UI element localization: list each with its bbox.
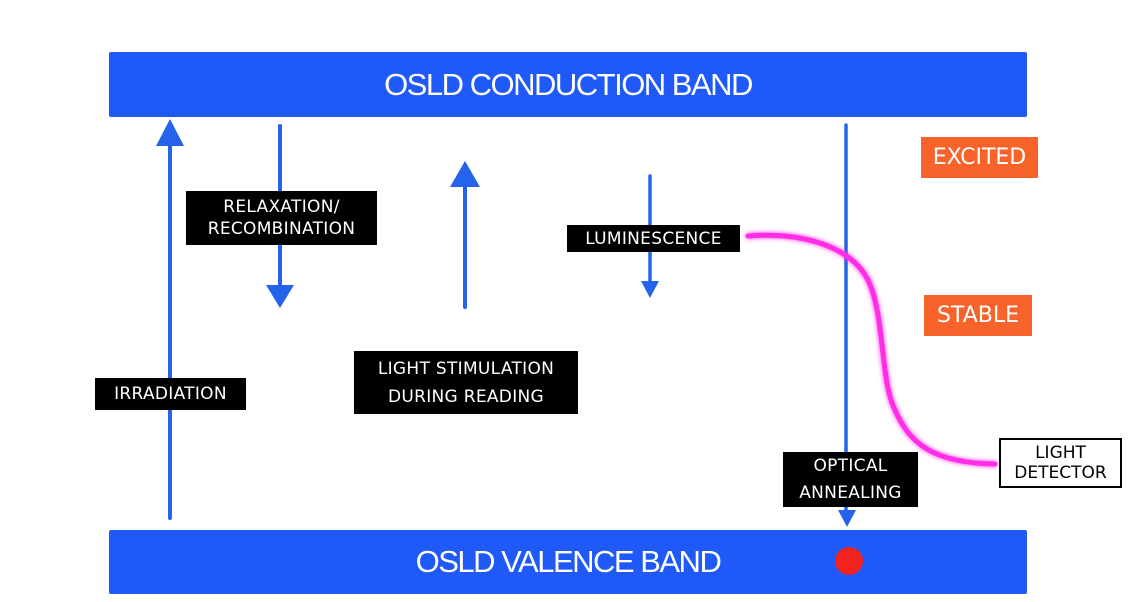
excited-state-label: EXCITED bbox=[921, 137, 1038, 178]
stable-state-label: STABLE bbox=[924, 295, 1032, 336]
valence-band-label: OSLD VALENCE BAND bbox=[415, 544, 722, 579]
electron-dot bbox=[835, 547, 863, 575]
conduction-band: OSLD CONDUCTION BAND bbox=[109, 52, 1027, 117]
light-stimulation-arrow bbox=[450, 161, 480, 309]
irradiation-arrow bbox=[156, 119, 184, 520]
luminescence-label: LUMINESCENCE bbox=[567, 225, 740, 252]
light-stimulation-label: LIGHT STIMULATION DURING READING bbox=[354, 351, 578, 414]
irradiation-label: IRRADIATION bbox=[95, 378, 246, 410]
light-detector-box: LIGHT DETECTOR bbox=[999, 438, 1122, 488]
optical-annealing-arrow bbox=[838, 123, 856, 527]
relaxation-label: RELAXATION/ RECOMBINATION bbox=[186, 191, 377, 245]
optical-annealing-label: OPTICAL ANNEALING bbox=[783, 452, 918, 507]
conduction-band-label: OSLD CONDUCTION BAND bbox=[384, 66, 753, 102]
valence-band: OSLD VALENCE BAND bbox=[109, 530, 1027, 594]
luminescence-light-path bbox=[745, 232, 998, 467]
